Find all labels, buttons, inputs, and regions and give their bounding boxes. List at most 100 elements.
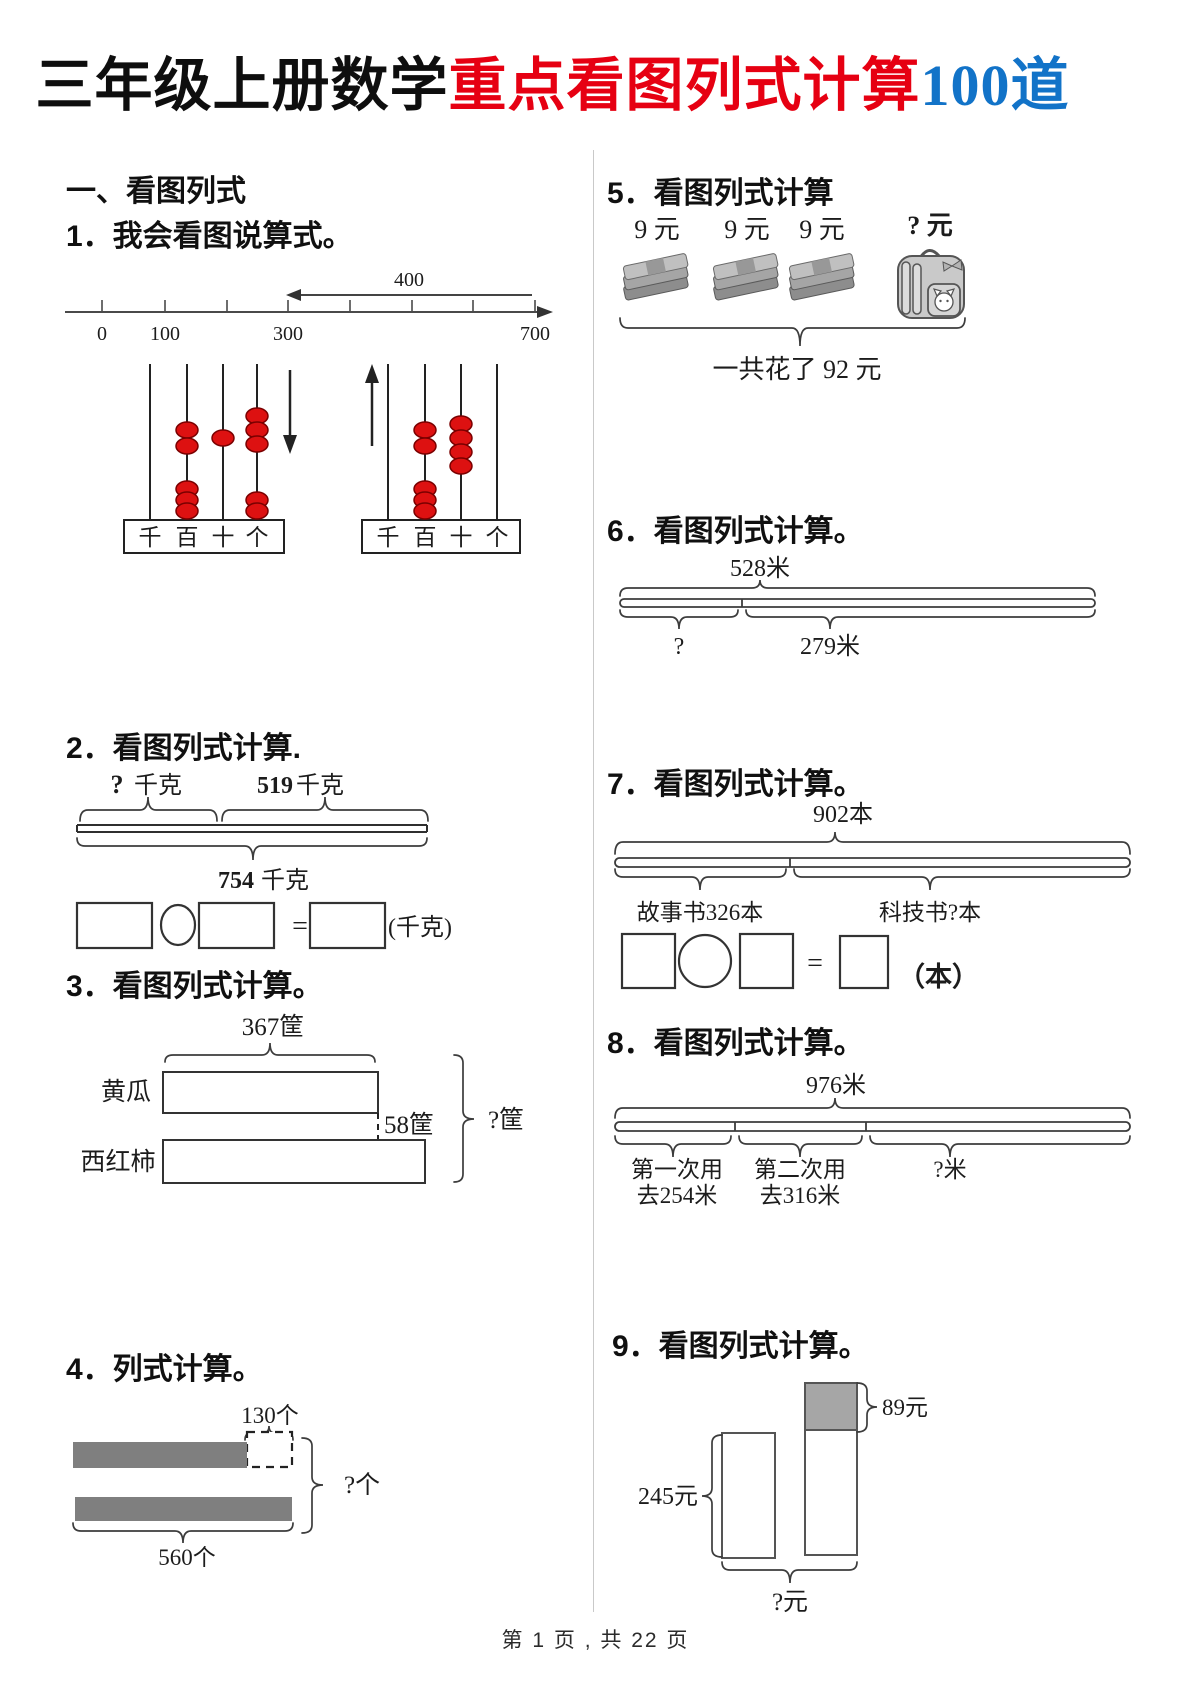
p5-money-diagram: 9 元 9 元 9 元 ? 元 一共花了 92 元 [619, 211, 966, 384]
tick-label-100: 100 [150, 323, 180, 345]
p3-top-label: 367筐 [242, 1013, 305, 1041]
p2-question-mark: ? [111, 770, 124, 799]
p7-answer-box-2 [738, 932, 795, 990]
p2-total-brace [76, 837, 428, 861]
place-label: 百 [414, 525, 437, 550]
p8-seg1-line1: 第一次用 [631, 1157, 723, 1182]
up-arrow-icon [365, 364, 379, 383]
jump-arrow-label: 400 [394, 269, 424, 291]
place-label: 百 [176, 525, 199, 550]
p2-answer-box-1 [75, 901, 154, 950]
p8-segment-bar [614, 1121, 1131, 1132]
p7-left-label: 故事书326本 [637, 900, 764, 925]
p7-right-label: 科技书?本 [879, 900, 981, 925]
p1-counters-diagram: 千 百 十 个 千 百 十 个 [123, 364, 521, 554]
p8-brace-2 [738, 1135, 863, 1158]
p7-answer-box-3 [838, 934, 890, 990]
banknote-stack-icon [712, 253, 779, 301]
p6-right-label: 279米 [800, 633, 860, 660]
p3-right-brace [453, 1054, 475, 1183]
p7-total-brace [614, 831, 1131, 855]
p7-answer-box-1 [620, 932, 677, 990]
banknote-stack-icon [788, 253, 855, 301]
tick-label-0: 0 [97, 323, 107, 345]
axis-ticks [101, 300, 536, 312]
backpack-icon [897, 249, 965, 319]
p2-part-value: 519 [257, 773, 293, 799]
p4-right-brace [301, 1437, 324, 1534]
p7-segment-bar [614, 857, 1131, 868]
p3-question-label: ?筐 [488, 1106, 524, 1134]
title-black: 三年级上册数学 [35, 53, 449, 118]
p8-seg2-line1: 第二次用 [754, 1157, 846, 1182]
p2-answer-box-3 [308, 901, 387, 950]
place-label: 个 [486, 525, 509, 550]
p6-left-label: ? [674, 634, 685, 660]
p4-bar-top [73, 1442, 247, 1468]
p6-segment-bar [619, 598, 1096, 608]
down-arrow-icon [283, 435, 297, 454]
p6-left-brace [619, 609, 739, 630]
p2-total-unit: 千克 [261, 867, 309, 894]
p8-brace-3 [869, 1135, 1131, 1158]
p2-operator-circle [159, 903, 197, 947]
p3-cucumber-bar [162, 1071, 379, 1114]
p4-gray-bars [73, 1442, 292, 1521]
p2-segment-bar [76, 824, 428, 833]
p3-tomato-bar [162, 1139, 426, 1184]
axis-arrow-head-icon [537, 306, 553, 318]
p4-heading: 4．列式计算。 [66, 1353, 263, 1386]
p2-bar-diagram: ? 千克 519 千克 754 千克 [76, 770, 429, 894]
p2-right-brace [221, 796, 429, 822]
p2-left-brace [79, 796, 218, 822]
p7-right-brace [793, 868, 1131, 891]
p4-bar-diagram: 130个 560个 ?个 [72, 1403, 380, 1570]
p5-price2-label: 9 元 [724, 215, 770, 244]
p9-left-brace [701, 1434, 723, 1558]
p9-right-small-brace [856, 1382, 878, 1433]
p5-price3-label: 9 元 [799, 215, 845, 244]
p4-dashed-box [245, 1430, 294, 1469]
p2-answer-box-2 [197, 901, 276, 950]
p2-answer-unit: (千克) [388, 914, 452, 941]
tick-label-700: 700 [520, 323, 550, 345]
p2-heading: 2．看图列式计算. [66, 732, 302, 765]
p3-row1-label: 黄瓜 [101, 1078, 151, 1106]
place-label: 十 [212, 525, 235, 550]
p8-brace-1 [614, 1135, 732, 1158]
p6-right-brace [745, 609, 1096, 630]
p9-heading: 9．看图列式计算。 [612, 1330, 869, 1363]
p8-total-brace [614, 1097, 1131, 1119]
p1-heading: 1．我会看图说算式。 [66, 220, 353, 253]
p2-total-value: 754 [218, 868, 254, 894]
p9-left-bar-label: 245元 [638, 1484, 698, 1510]
p7-total-label: 902本 [813, 801, 873, 828]
tick-label-300: 300 [273, 323, 303, 345]
place-label: 千 [139, 525, 162, 550]
p8-total-label: 976米 [806, 1072, 866, 1099]
p9-bottom-brace [721, 1561, 858, 1584]
p3-top-brace [164, 1042, 376, 1063]
p8-seg3-label: ?米 [933, 1157, 966, 1182]
p3-row2-label: 西红柿 [80, 1148, 155, 1176]
p9-right-bar-label: 89元 [882, 1395, 928, 1420]
p2-equals-sign: = [292, 911, 308, 942]
p5-total-label: 一共花了 92 元 [712, 355, 881, 384]
counter-left: 千 百 十 个 [123, 364, 297, 554]
p6-total-brace [619, 579, 1096, 597]
p6-bar-diagram: 528米 ? 279米 [619, 555, 1096, 660]
page-footer: 第 1 页 , 共 22 页 [501, 1629, 690, 1652]
page-title: 三年级上册数学重点看图列式计算100道 [0, 38, 1105, 122]
p5-price1-label: 9 元 [634, 215, 680, 244]
p3-bar-diagram: 367筐 黄瓜 58筐 西红柿 ?筐 [80, 1013, 524, 1184]
p2-question-unit: 千克 [134, 772, 182, 799]
p6-heading: 6．看图列式计算。 [607, 515, 864, 548]
title-blue: 100道 [920, 53, 1070, 118]
p9-right-bar-gray-top [804, 1382, 858, 1431]
p8-heading: 8．看图列式计算。 [607, 1027, 864, 1060]
p5-heading: 5．看图列式计算 [607, 177, 834, 210]
p4-bar-bottom [75, 1497, 292, 1521]
p6-total-label: 528米 [730, 555, 790, 582]
place-label: 十 [450, 525, 473, 550]
